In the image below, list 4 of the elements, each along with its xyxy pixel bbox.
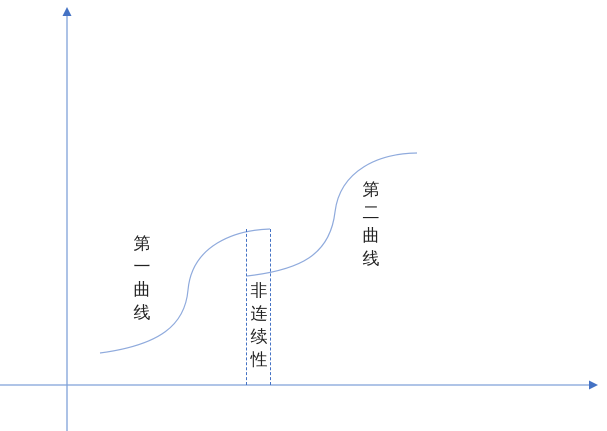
curve-label: 第一曲线 <box>133 233 151 325</box>
curve-label: 第二曲线 <box>362 179 380 271</box>
dashed-band <box>246 229 271 385</box>
band-label: 非连续性 <box>250 280 268 372</box>
